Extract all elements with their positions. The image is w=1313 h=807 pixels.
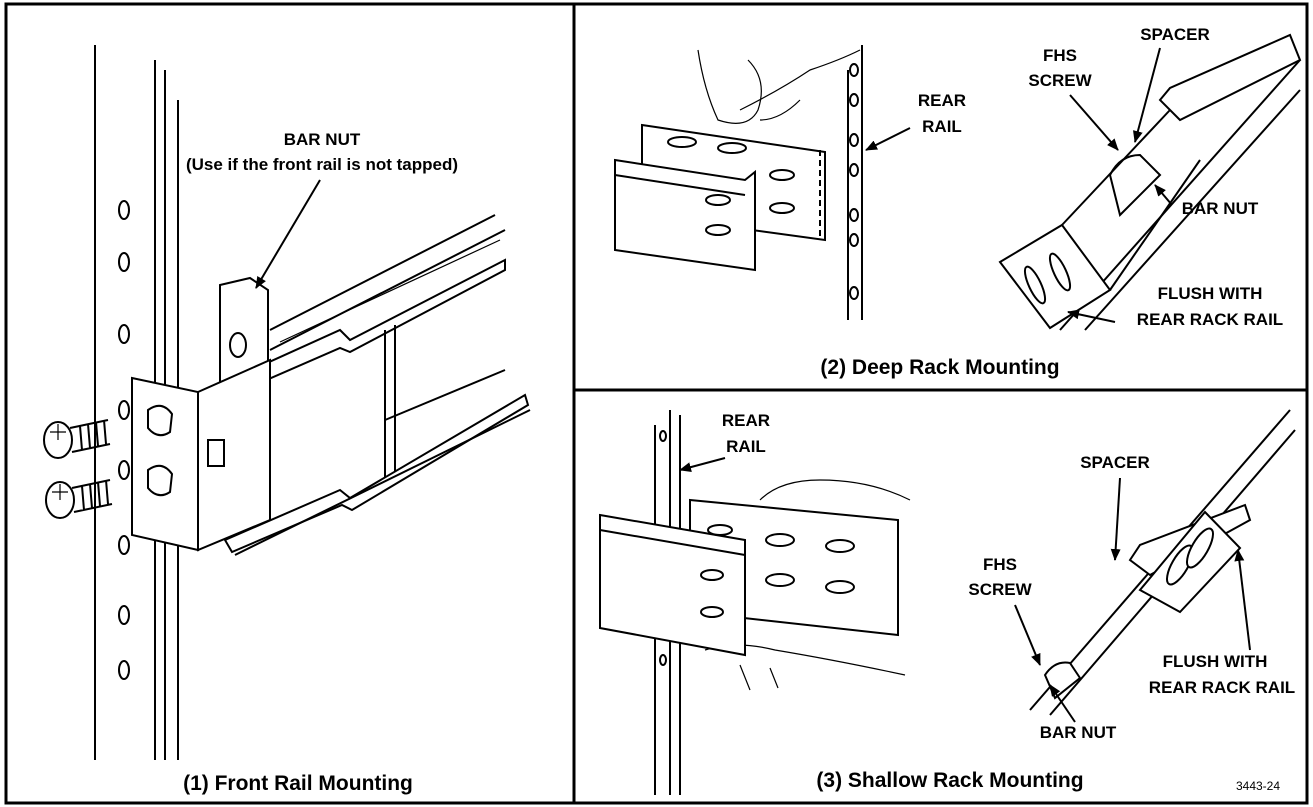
panel-shallow-rack-mounting: REAR RAIL SPACER FHS SCREW FLUSH WITH RE… — [599, 409, 1296, 795]
flush-label-line2: REAR RACK RAIL — [1149, 678, 1295, 697]
rear-rail-label-line1: REAR — [722, 411, 770, 430]
shallow-rack-caption: (3) Shallow Rack Mounting — [816, 769, 1083, 792]
rear-rack-rail — [847, 45, 863, 320]
flush-label-line1: FLUSH WITH — [1163, 652, 1268, 671]
bar-nut-arrow — [1049, 684, 1076, 723]
bar-nut-label: BAR NUT — [1182, 199, 1259, 218]
spacer-arrow — [1132, 47, 1161, 143]
fhs-screw-label-line2: SCREW — [968, 580, 1032, 599]
front-bracket — [131, 358, 271, 552]
rear-rail-arrow — [679, 457, 726, 472]
fhs-screw-label-line1: FHS — [1043, 46, 1077, 65]
bar-nut-note: (Use if the front rail is not tapped) — [186, 155, 458, 174]
flush-arrow — [1234, 549, 1251, 651]
bar-nut-label: BAR NUT — [284, 130, 361, 149]
rear-rail-arrow — [865, 127, 911, 151]
rear-rail-label-line2: RAIL — [922, 117, 962, 136]
bar-nut-arrow — [1154, 184, 1173, 206]
bar-nut-label: BAR NUT — [1040, 723, 1117, 742]
hand-sketch — [697, 49, 861, 124]
screw-icon — [43, 419, 111, 459]
fhs-screw-arrow — [1069, 94, 1119, 151]
fhs-screw-label-line1: FHS — [983, 555, 1017, 574]
bar-nut-arrow — [255, 179, 321, 289]
panel-front-rail-mounting: BAR NUT (Use if the front rail is not ta… — [43, 45, 531, 795]
panel-deep-rack-mounting: REAR RAIL FHS SCREW SPACER BAR NUT FLUSH… — [614, 25, 1302, 379]
spacer-label: SPACER — [1140, 25, 1210, 44]
fhs-screw-arrow — [1014, 604, 1041, 666]
spacer-arrow — [1110, 477, 1121, 561]
screw-icon — [45, 479, 113, 519]
flush-label-line1: FLUSH WITH — [1158, 284, 1263, 303]
deep-mount-detail — [998, 33, 1302, 331]
shallow-rail-assembly — [599, 498, 899, 657]
hand-sketch — [704, 479, 911, 691]
fhs-screw-label-line2: SCREW — [1028, 71, 1092, 90]
spacer-label: SPACER — [1080, 453, 1150, 472]
figure-frame — [4, 2, 1309, 805]
rear-rail-label-line1: REAR — [918, 91, 966, 110]
deep-rail-assembly — [614, 123, 826, 272]
flush-arrow — [1067, 309, 1116, 323]
flush-label-line2: REAR RACK RAIL — [1137, 310, 1283, 329]
front-rail-caption: (1) Front Rail Mounting — [183, 772, 413, 795]
deep-rack-caption: (2) Deep Rack Mounting — [820, 356, 1059, 379]
front-rack-rail — [94, 45, 179, 760]
figure-number: 3443-24 — [1236, 779, 1280, 793]
rear-rail-label-line2: RAIL — [726, 437, 766, 456]
slide-rail-assembly — [223, 214, 531, 556]
